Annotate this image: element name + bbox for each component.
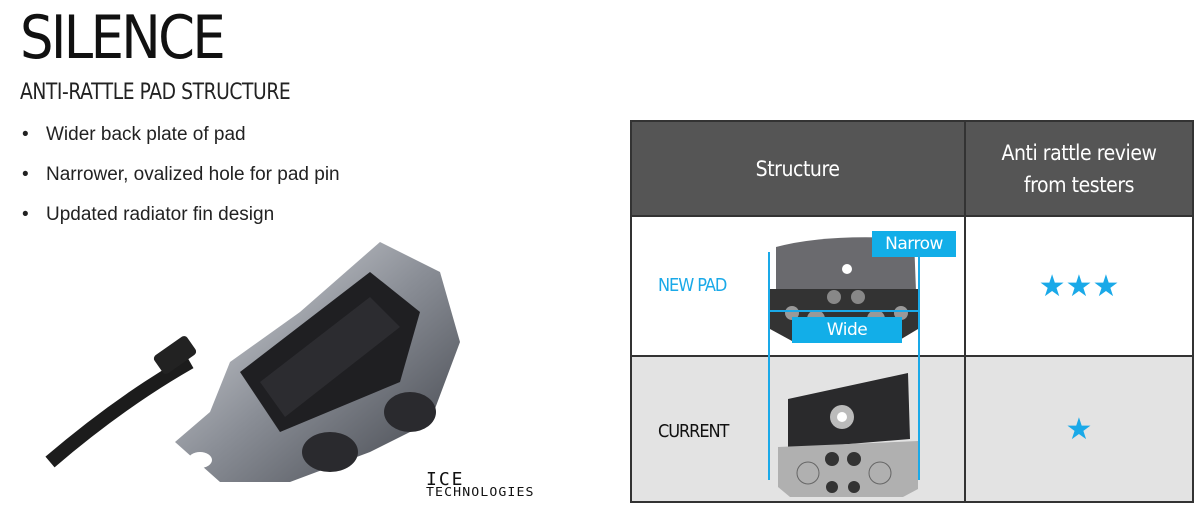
current-pad-image (778, 373, 918, 497)
width-guide-line-right (918, 252, 920, 480)
page-title: SILENCE (20, 3, 226, 73)
row-label: CURRENT (658, 421, 729, 442)
row-label: NEW PAD (658, 275, 727, 296)
header-text: Structure (756, 156, 840, 181)
wide-callout: Wide (792, 317, 902, 343)
bullet-text: Wider back plate of pad (46, 124, 246, 145)
logo-line1: ICE (426, 469, 465, 490)
page-subtitle: ANTI-RATTLE PAD STRUCTURE (20, 80, 291, 105)
list-item: •Wider back plate of pad (22, 124, 246, 145)
header-text: Anti rattle review from testers (1001, 140, 1157, 197)
logo-line2: TECHNOLOGIES (426, 485, 535, 499)
feature-list: •Wider back plate of pad •Narrower, oval… (22, 122, 340, 242)
header-review: Anti rattle review from testers (964, 120, 1194, 217)
table-row: CURRENT ★ (630, 355, 1194, 503)
header-structure: Structure (630, 120, 966, 217)
comparison-table: Structure Anti rattle review from tester… (630, 120, 1194, 503)
structure-cell: NEW PAD Narrow Wide (630, 215, 966, 357)
structure-cell: CURRENT (630, 355, 966, 503)
list-item: •Narrower, ovalized hole for pad pin (22, 164, 340, 185)
list-item: •Updated radiator fin design (22, 204, 275, 225)
width-guide-line-left (768, 252, 770, 480)
rating-stars: ★★★ (964, 215, 1194, 357)
bullet-text: Narrower, ovalized hole for pad pin (46, 164, 340, 185)
ice-technologies-logo: ICE TECHNOLOGIES (426, 469, 533, 499)
brake-caliper-image (45, 242, 460, 482)
rating-stars: ★ (964, 355, 1194, 503)
width-arrow (770, 310, 918, 312)
table-header-row: Structure Anti rattle review from tester… (630, 120, 1194, 217)
table-row: NEW PAD Narrow Wide ★★★ (630, 215, 1194, 357)
bullet-text: Updated radiator fin design (46, 204, 275, 225)
narrow-callout: Narrow (872, 231, 956, 257)
